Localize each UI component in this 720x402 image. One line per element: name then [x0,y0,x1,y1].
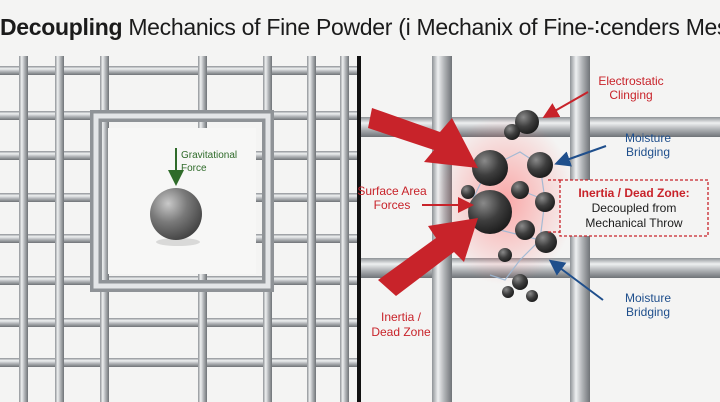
moisture-bottom-pointer [548,259,604,301]
particle [472,150,508,186]
moisture-top-pointer [554,145,607,167]
surface-label-line1: Surface Area [357,184,427,198]
particle [461,185,475,199]
gravity-label-line2: Force [181,163,207,174]
electrostatic-pointer [542,91,589,118]
particle [498,248,512,262]
title-rest: Mechanics of Fine Powder (і Mechanix of … [122,14,720,40]
deadzone-box-line2: Decoupled from [592,201,677,215]
gravity-ball [150,188,202,240]
panel-divider [357,56,361,402]
deadzone-box-line3: Mechanical Throw [585,216,682,230]
deadzone-box [559,179,709,237]
particle [526,290,538,302]
gravity-label-line1: Gravitational [181,150,237,161]
electrostatic-label-line2: Clinging [609,88,652,102]
particle-cluster [461,110,557,302]
particle [527,152,553,178]
particle [512,274,528,290]
title-bold: Decoupling [0,14,123,40]
inertia-label-line2: Dead Zone [371,325,431,339]
inertia-label-line1: Inertia / [381,310,422,324]
deadzone-box-line1: Inertia / Dead Zone: [578,186,689,200]
particle [515,220,535,240]
particle [502,286,514,298]
moisture-top-label-line1: Moisture [625,131,671,145]
surface-label-line2: Forces [374,198,411,212]
particle [511,181,529,199]
force-arrow-upper [368,108,478,168]
moisture-top-label-line2: Bridging [626,145,670,159]
page-title: Decoupling Mechanics of Fine Powder (і M… [0,14,720,41]
moisture-bottom-label-line2: Bridging [626,305,670,319]
moisture-bottom-label-line1: Moisture [625,291,671,305]
force-arrow-lower [378,218,478,296]
left-mesh: Gravitational Force [0,56,357,402]
aperture-frame-highlight [93,113,271,289]
particle [515,110,539,134]
particle [504,124,520,140]
electrostatic-label-line1: Electrostatic [598,74,663,88]
particle [468,190,512,234]
deadzone-bracket [548,179,560,233]
particle [535,231,557,253]
particle [535,192,555,212]
ball-shadow [156,238,200,246]
